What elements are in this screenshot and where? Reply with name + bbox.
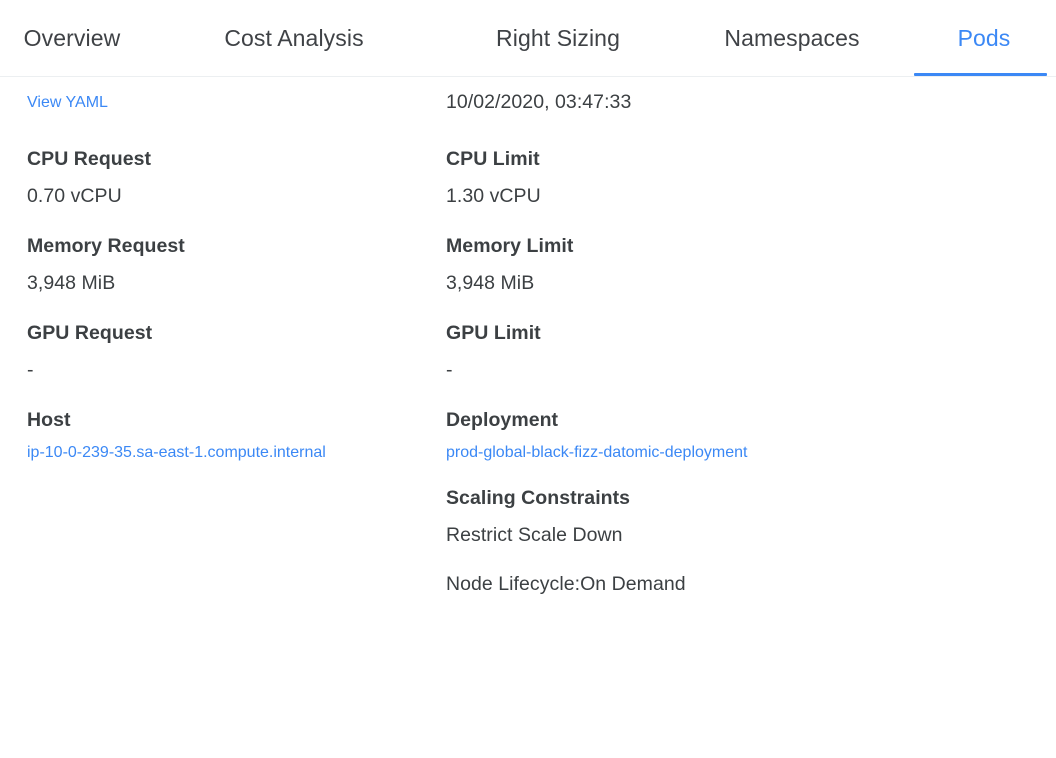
- memory-limit-value: 3,948 MiB: [446, 272, 535, 294]
- memory-limit-label: Memory Limit: [446, 235, 574, 257]
- memory-limit-field: Memory Limit 3,948 MiB: [446, 233, 1029, 297]
- tab-namespaces[interactable]: Namespaces: [672, 0, 912, 76]
- scaling-constraints-field: Scaling Constraints Restrict Scale Down …: [446, 485, 1029, 598]
- cpu-request-label: CPU Request: [27, 148, 152, 170]
- tab-cost-analysis-label: Cost Analysis: [224, 24, 364, 51]
- detail-column-left: View YAML CPU Request 0.70 vCPU Memory R…: [0, 89, 437, 598]
- scaling-constraint-item: Node Lifecycle:On Demand: [446, 573, 686, 595]
- host-label: Host: [27, 409, 71, 431]
- gpu-limit-field: GPU Limit -: [446, 320, 1029, 384]
- cpu-request-field: CPU Request 0.70 vCPU: [27, 146, 437, 210]
- tab-cost-analysis[interactable]: Cost Analysis: [144, 0, 444, 76]
- gpu-request-field: GPU Request -: [27, 320, 437, 384]
- gpu-request-label: GPU Request: [27, 322, 153, 344]
- timestamp-field: 10/02/2020, 03:47:33: [446, 89, 1029, 116]
- tab-namespaces-label: Namespaces: [724, 24, 860, 51]
- deployment-link[interactable]: prod-global-black-fizz-datomic-deploymen…: [446, 444, 748, 461]
- tab-bar: Overview Cost Analysis Right Sizing Name…: [0, 0, 1056, 77]
- cpu-limit-label: CPU Limit: [446, 148, 540, 170]
- tab-pods-label: Pods: [957, 24, 1011, 51]
- tab-overview[interactable]: Overview: [0, 0, 144, 76]
- tab-right-sizing[interactable]: Right Sizing: [444, 0, 672, 76]
- memory-request-field: Memory Request 3,948 MiB: [27, 233, 437, 297]
- deployment-label: Deployment: [446, 409, 559, 431]
- tab-right-sizing-label: Right Sizing: [496, 24, 620, 51]
- deployment-field: Deployment prod-global-black-fizz-datomi…: [446, 407, 1029, 462]
- gpu-request-value: -: [27, 359, 34, 381]
- pod-detail-panel: View YAML CPU Request 0.70 vCPU Memory R…: [0, 77, 1056, 598]
- cpu-limit-field: CPU Limit 1.30 vCPU: [446, 146, 1029, 210]
- gpu-limit-label: GPU Limit: [446, 322, 541, 344]
- view-yaml-link[interactable]: View YAML: [27, 94, 108, 111]
- view-yaml-field: View YAML: [27, 89, 437, 116]
- scaling-constraint-item: Restrict Scale Down: [446, 524, 623, 546]
- timestamp-value: 10/02/2020, 03:47:33: [446, 91, 632, 113]
- host-field: Host ip-10-0-239-35.sa-east-1.compute.in…: [27, 407, 437, 462]
- cpu-request-value: 0.70 vCPU: [27, 185, 122, 207]
- detail-column-right: 10/02/2020, 03:47:33 CPU Limit 1.30 vCPU…: [437, 89, 1029, 598]
- tab-pods[interactable]: Pods: [912, 0, 1056, 76]
- memory-request-label: Memory Request: [27, 235, 185, 257]
- memory-request-value: 3,948 MiB: [27, 272, 116, 294]
- scaling-constraints-label: Scaling Constraints: [446, 487, 631, 509]
- gpu-limit-value: -: [446, 359, 453, 381]
- tab-list: Overview Cost Analysis Right Sizing Name…: [0, 0, 1056, 76]
- tab-overview-label: Overview: [23, 24, 121, 51]
- cpu-limit-value: 1.30 vCPU: [446, 185, 541, 207]
- host-link[interactable]: ip-10-0-239-35.sa-east-1.compute.interna…: [27, 444, 326, 461]
